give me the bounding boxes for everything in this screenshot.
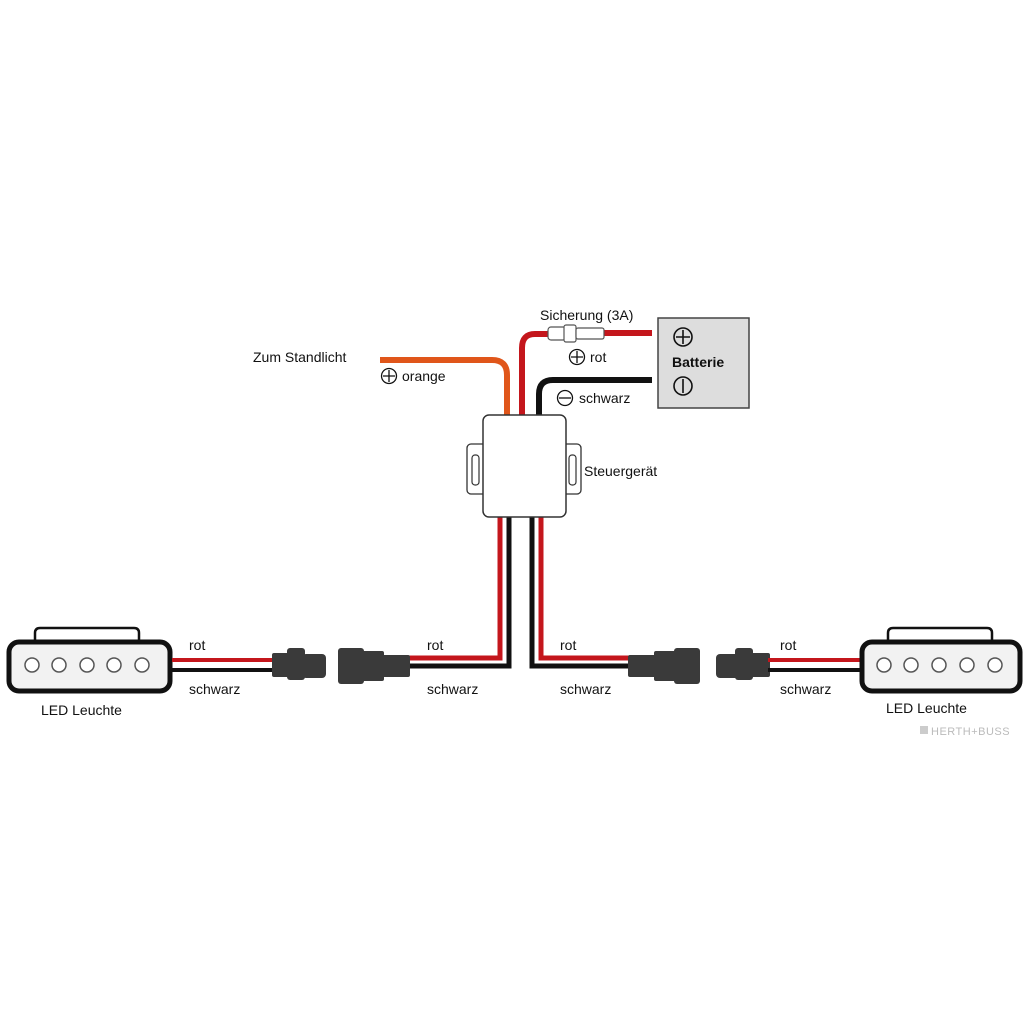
orange-label: orange [402,368,446,384]
led-left-label: LED Leuchte [41,702,122,718]
orange-wire [380,357,510,418]
control-unit [466,414,582,518]
connector-socket-left [338,648,410,684]
schwarz-label: schwarz [189,681,240,697]
rot-top-label: rot [590,349,606,365]
led-light-right [859,626,1023,694]
minus-icon [556,389,574,407]
fuse-icon [547,324,605,343]
connector-socket-right [628,648,700,684]
schwarz-label: schwarz [560,681,611,697]
rot-label: rot [560,637,576,653]
black-wire-right [529,515,635,669]
schwarz-label: schwarz [780,681,831,697]
schwarz-top-label: schwarz [579,390,630,406]
red-wire-left [405,515,503,661]
battery-label: Batterie [672,354,724,370]
red-battery-wire [519,331,548,418]
black-wire-left [405,515,512,669]
minus-icon [673,376,693,396]
standlicht-label: Zum Standlicht [253,349,346,365]
rot-label: rot [427,637,443,653]
watermark: HERTH+BUSS [931,726,1010,738]
logo-icon [920,726,928,734]
fuse-label: Sicherung (3A) [540,307,633,323]
black-battery-wire [536,377,652,418]
plus-icon [673,327,693,347]
red-wire-right [538,515,635,661]
schwarz-label: schwarz [427,681,478,697]
led-light-left [6,626,173,694]
plus-icon [568,348,586,366]
rot-label: rot [189,637,205,653]
control-unit-label: Steuergerät [584,463,657,479]
plus-icon [380,367,398,385]
connector-plug-right [716,648,770,680]
rot-label: rot [780,637,796,653]
led-right-label: LED Leuchte [886,700,967,716]
battery [657,317,750,409]
connector-plug-left [272,648,326,680]
